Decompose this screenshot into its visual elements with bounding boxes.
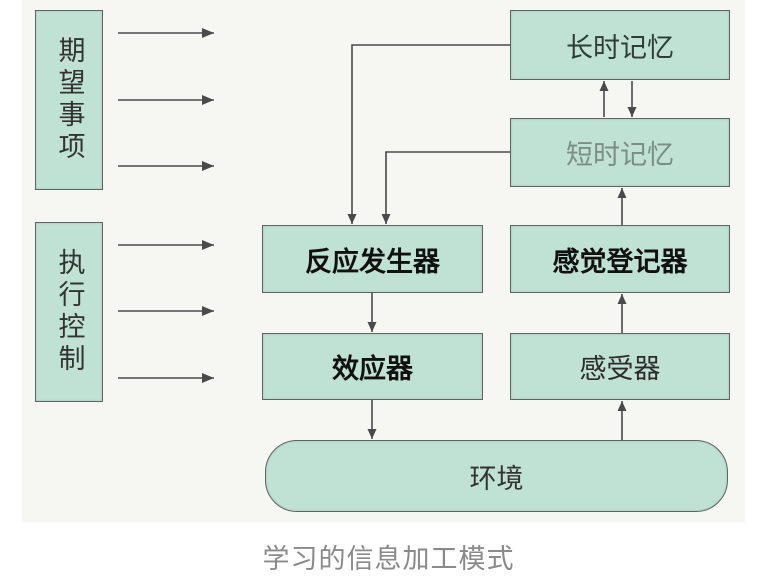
sensory-register-label: 感觉登记器: [552, 246, 688, 278]
short-term-memory-box: 短时记忆: [510, 118, 730, 187]
receptors-label: 感受器: [579, 354, 661, 385]
long-term-memory-label: 长时记忆: [566, 32, 674, 64]
expectancies-label: 期望事项: [53, 36, 85, 164]
effectors-box: 效应器: [262, 333, 483, 400]
long-term-memory-box: 长时记忆: [510, 10, 730, 80]
response-generator-label: 反应发生器: [305, 246, 440, 278]
figure-caption: 学习的信息加工模式: [262, 544, 515, 575]
effectors-label: 效应器: [332, 354, 413, 385]
executive-control-label: 执行控制: [53, 248, 85, 376]
environment-box: 环境: [265, 440, 728, 512]
expectancies-box: 期望事项: [35, 10, 103, 190]
receptors-box: 感受器: [510, 333, 730, 400]
response-generator-box: 反应发生器: [262, 225, 483, 293]
environment-label: 环境: [469, 463, 524, 495]
short-term-memory-label: 短时记忆: [566, 140, 674, 171]
executive-control-box: 执行控制: [35, 222, 103, 402]
sensory-register-box: 感觉登记器: [510, 225, 730, 293]
